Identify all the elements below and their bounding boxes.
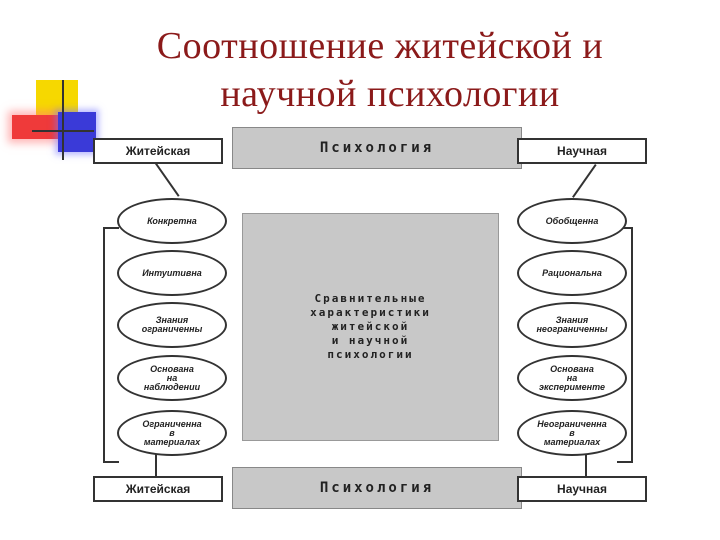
left-bracket-vertical <box>103 227 105 463</box>
right-top-label-box: Научная <box>517 138 647 164</box>
right-oval-1: Обобщенна <box>517 198 627 244</box>
decor-horizontal-line <box>32 130 94 132</box>
left-oval-5: Ограниченна в материалах <box>117 410 227 456</box>
left-bottom-label-box: Житейская <box>93 476 223 502</box>
top-center-bar: Психология <box>232 127 522 169</box>
right-top-link <box>572 164 597 198</box>
decor-red-square <box>12 115 58 139</box>
decor-blue-square <box>58 112 96 152</box>
left-oval-1: Конкретна <box>117 198 227 244</box>
right-bracket-vertical <box>631 227 633 463</box>
bottom-center-bar: Психология <box>232 467 522 509</box>
left-oval-3: Знания ограниченны <box>117 302 227 348</box>
left-bracket-bottom <box>103 461 119 463</box>
center-panel: Сравнительные характеристики житейской и… <box>242 213 499 441</box>
decor-vertical-line <box>62 80 64 160</box>
right-oval-3: Знания неограниченны <box>517 302 627 348</box>
slide-title-line2: научной психологии <box>220 73 560 115</box>
right-oval-5: Неограниченна в материалах <box>517 410 627 456</box>
right-bracket-bottom <box>617 461 633 463</box>
slide-title-line1: Соотношение житейской и <box>156 25 604 67</box>
right-oval-2: Рациональна <box>517 250 627 296</box>
left-bottom-link <box>155 448 157 476</box>
right-bracket-top <box>617 227 633 229</box>
left-bracket-top <box>103 227 119 229</box>
left-top-label-box: Житейская <box>93 138 223 164</box>
left-oval-4: Основана на наблюдении <box>117 355 227 401</box>
center-panel-text: Сравнительные характеристики житейской и… <box>310 292 431 361</box>
right-bottom-label-box: Научная <box>517 476 647 502</box>
left-oval-2: Интуитивна <box>117 250 227 296</box>
left-top-link <box>155 162 180 197</box>
right-oval-4: Основана на эксперименте <box>517 355 627 401</box>
right-bottom-link <box>585 448 587 476</box>
